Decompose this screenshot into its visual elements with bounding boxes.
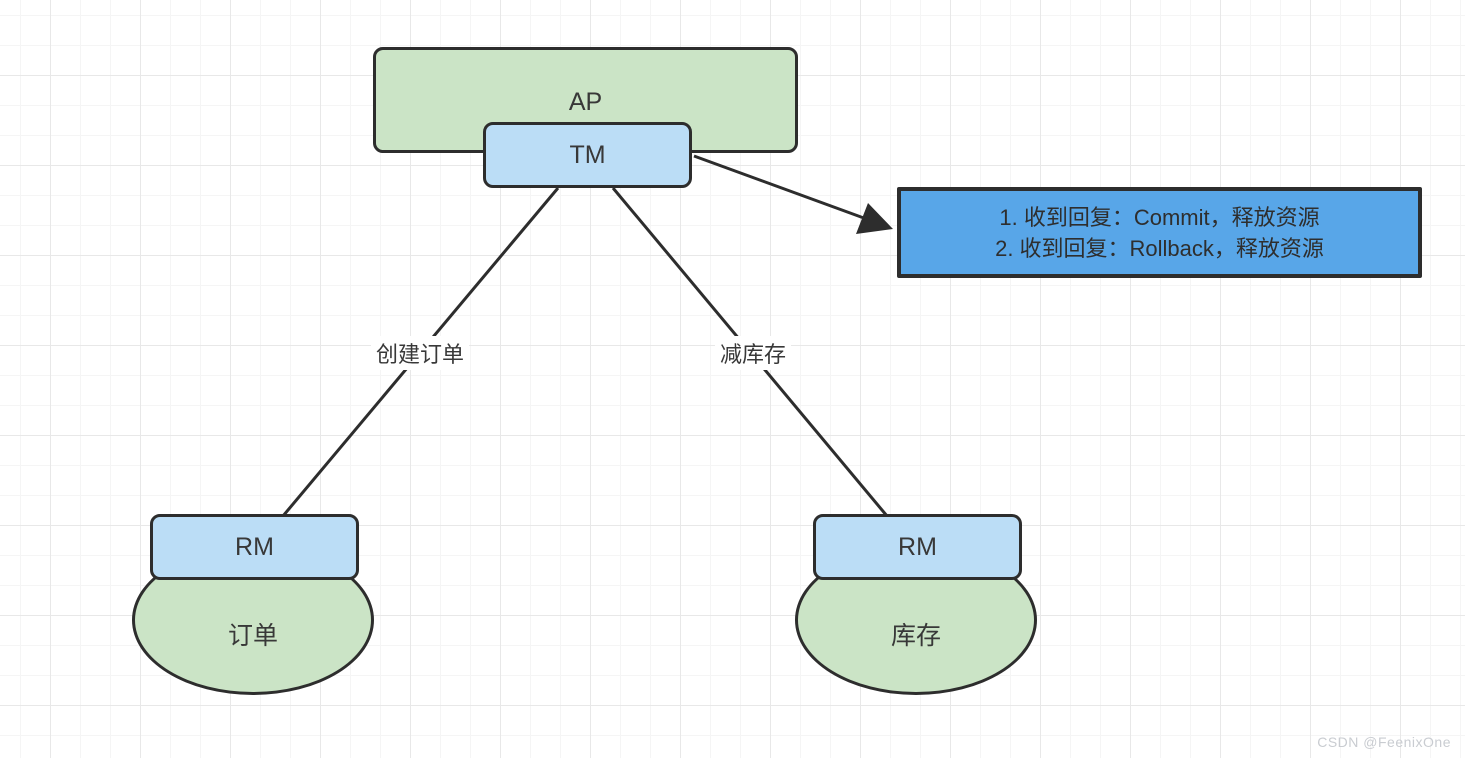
note-line-1: 1. 收到回复：Commit，释放资源 [999, 204, 1320, 230]
rm-right-label: RM [898, 532, 937, 561]
tm-label: TM [569, 140, 606, 169]
order-db-label: 订单 [227, 622, 278, 650]
arrow-tm-to-note-line [693, 154, 873, 223]
ap-label: AP [568, 88, 603, 116]
tm-node: TM [483, 122, 692, 188]
stock-db-label: 库存 [890, 622, 941, 650]
rm-left-label: RM [235, 532, 274, 561]
watermark: CSDN @FeenixOne [1317, 734, 1451, 750]
edge-label-reduce-stock: 减库存 [714, 336, 792, 370]
note-line-2: 2. 收到回复：Rollback，释放资源 [995, 235, 1324, 261]
rm-right-node: RM [813, 514, 1022, 580]
edge-label-create-order: 创建订单 [370, 336, 470, 370]
rm-left-node: RM [150, 514, 359, 580]
arrow-head-icon [856, 203, 893, 234]
note-box: 1. 收到回复：Commit，释放资源 2. 收到回复：Rollback，释放资… [897, 187, 1422, 278]
